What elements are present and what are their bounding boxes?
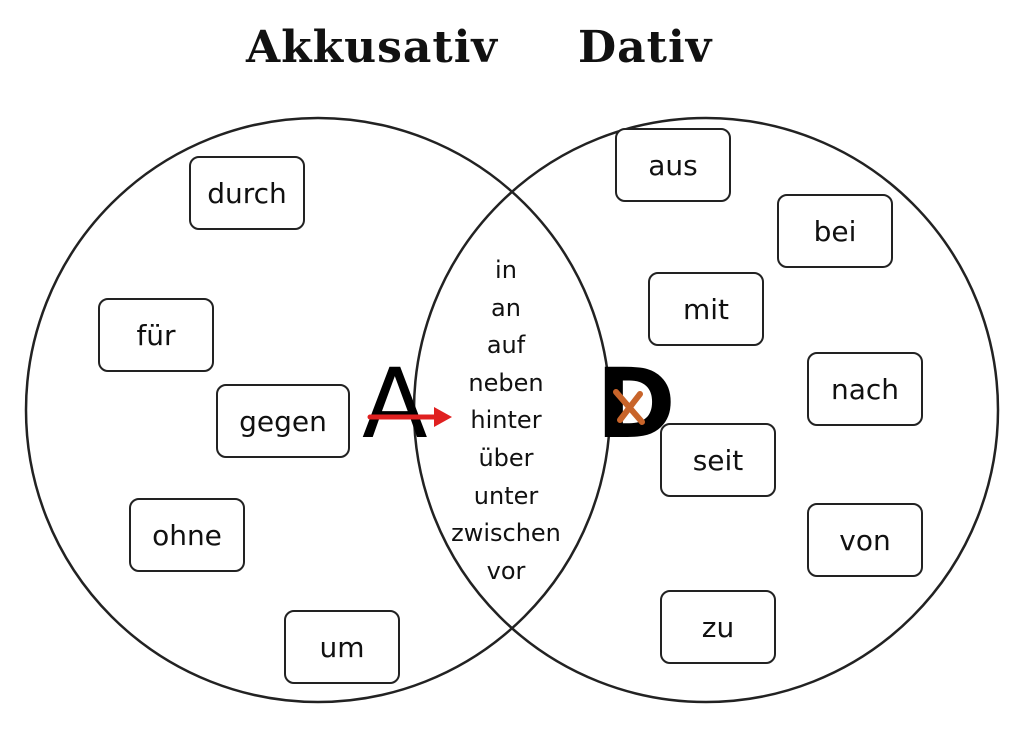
dativ-word-box: von: [807, 503, 923, 577]
dativ-word-box: nach: [807, 352, 923, 426]
akkusativ-word-box: für: [98, 298, 214, 372]
wechsel-word: hinter: [470, 406, 542, 435]
akkusativ-title: Akkusativ: [246, 22, 498, 73]
akkusativ-letter-marker: A: [362, 348, 428, 460]
dativ-circle: [412, 116, 1000, 704]
dativ-word-box: bei: [777, 194, 893, 268]
wechsel-word: zwischen: [451, 519, 561, 548]
dativ-word-box: zu: [660, 590, 776, 664]
cross-mark-icon: [613, 389, 645, 425]
akkusativ-word-box: durch: [189, 156, 305, 230]
akkusativ-word-box: um: [284, 610, 400, 684]
wechsel-word: unter: [473, 481, 539, 510]
akkusativ-word-box: gegen: [216, 384, 350, 458]
dativ-word-box: mit: [648, 272, 764, 346]
dativ-title: Dativ: [578, 22, 713, 73]
motion-arrow-icon: [367, 407, 452, 427]
dativ-word-box: seit: [660, 423, 776, 497]
wechsel-word: über: [478, 443, 534, 472]
akkusativ-circle: [24, 116, 612, 704]
wechsel-word: an: [491, 293, 521, 322]
akkusativ-word-box: ohne: [129, 498, 245, 572]
wechsel-word: in: [495, 256, 517, 284]
wechsel-word: vor: [486, 556, 526, 585]
dativ-word-box: aus: [615, 128, 731, 202]
wechsel-word-list: in an auf neben hinter über unter zwisch…: [436, 252, 576, 590]
wechsel-word: neben: [468, 368, 544, 397]
wechsel-word: auf: [486, 331, 526, 360]
